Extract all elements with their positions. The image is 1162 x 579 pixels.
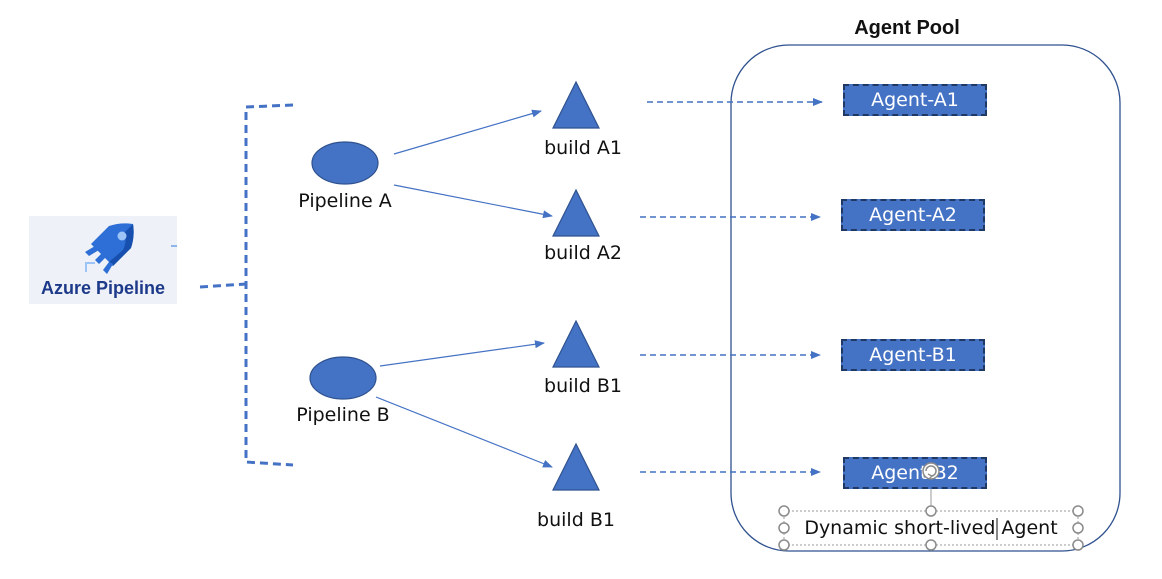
pipeline-brace bbox=[244, 103, 294, 467]
agent-b1-box[interactable]: Agent-B1 bbox=[841, 339, 985, 371]
agent-pool-title: Agent Pool bbox=[854, 17, 960, 39]
azure-pipeline-label: Azure Pipeline bbox=[40, 278, 166, 298]
build-a1-label: build A1 bbox=[544, 137, 622, 159]
agent-b2-box[interactable]: Agent-B2 bbox=[843, 457, 987, 489]
build-a2-label: build A2 bbox=[544, 242, 622, 264]
pipeline-a-label: Pipeline A bbox=[298, 190, 392, 212]
arrow-pipeline-b-to-build-b1 bbox=[379, 340, 545, 367]
build-b1-label: build B1 bbox=[544, 375, 622, 397]
pipeline-a-node[interactable] bbox=[311, 141, 379, 185]
rocket-icon bbox=[85, 223, 177, 274]
pipeline-b-label: Pipeline B bbox=[296, 404, 390, 426]
arrow-pipeline-b-to-build-b1-second bbox=[375, 396, 553, 468]
arrow-pipeline-a-to-build-a2 bbox=[393, 184, 553, 219]
build-a2-node[interactable] bbox=[552, 188, 600, 237]
build-b1-second-label: build B1 bbox=[537, 509, 615, 531]
brace-connector bbox=[199, 282, 247, 289]
agent-a1-box[interactable]: Agent-A1 bbox=[843, 84, 987, 116]
agent-a2-box[interactable]: Agent-A2 bbox=[841, 199, 985, 231]
agent-pool-container bbox=[730, 44, 1121, 552]
build-b1-second-node[interactable] bbox=[552, 442, 600, 491]
pipeline-b-node[interactable] bbox=[309, 356, 377, 400]
dynamic-agent-caption[interactable]: Dynamic short-lived Agent bbox=[804, 517, 1058, 539]
build-b1-node[interactable] bbox=[552, 319, 600, 368]
azure-pipeline-logo: Azure Pipeline bbox=[29, 216, 177, 304]
arrow-pipeline-a-to-build-a1 bbox=[393, 109, 542, 155]
build-a1-node[interactable] bbox=[552, 80, 600, 129]
